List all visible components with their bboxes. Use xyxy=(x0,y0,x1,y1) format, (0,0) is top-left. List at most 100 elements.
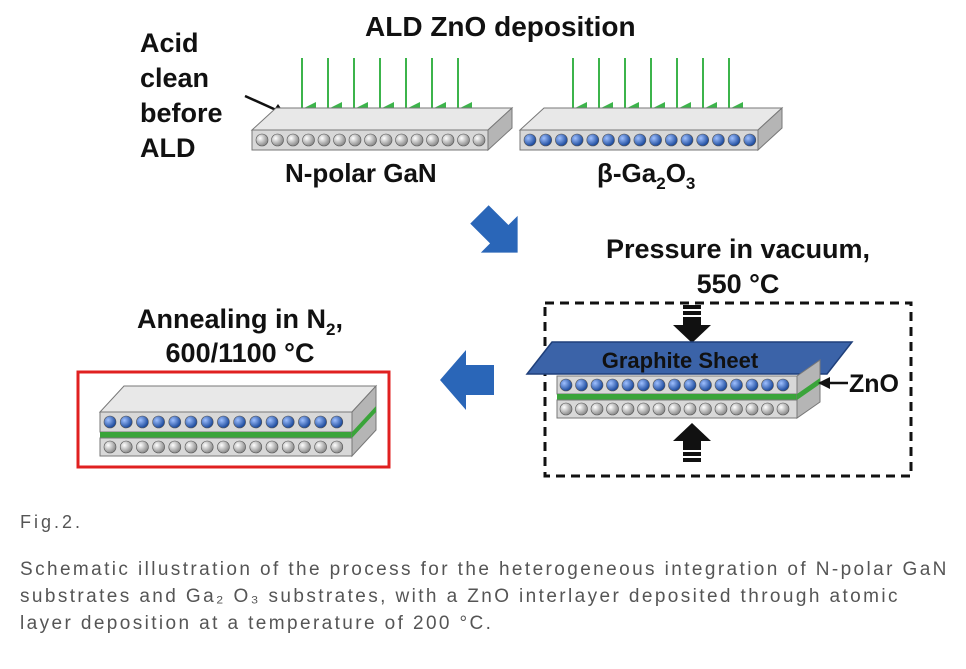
atom xyxy=(314,415,327,429)
svg-text:ALD: ALD xyxy=(140,133,196,163)
atom xyxy=(184,415,198,429)
gan-label: N-polar GaN xyxy=(285,158,437,188)
atom xyxy=(330,415,344,429)
svg-text:before: before xyxy=(140,98,223,128)
deposition-arrows-gan xyxy=(300,58,472,118)
ga2o3-label: β-Ga2O3 xyxy=(597,158,695,193)
graphite-label: Graphite Sheet xyxy=(602,348,759,373)
atom xyxy=(590,402,604,416)
annealed-stack xyxy=(98,384,378,458)
process-arrow-diagonal xyxy=(470,205,518,253)
atom xyxy=(776,402,790,416)
atom xyxy=(249,415,263,429)
atom xyxy=(637,402,650,416)
atom xyxy=(745,402,759,416)
atom xyxy=(637,378,650,392)
atom xyxy=(590,378,604,392)
atom xyxy=(602,133,615,147)
atom xyxy=(317,133,331,147)
atom xyxy=(441,133,455,147)
atom xyxy=(621,378,635,392)
atom xyxy=(743,133,757,147)
atom xyxy=(333,133,346,147)
atom xyxy=(200,440,214,454)
atom xyxy=(152,440,165,454)
atom xyxy=(761,402,774,416)
atom xyxy=(255,133,269,147)
atom xyxy=(617,133,631,147)
atom xyxy=(555,133,568,147)
atom xyxy=(668,378,681,392)
gan-atoms xyxy=(255,133,486,147)
atom xyxy=(233,415,246,429)
atom xyxy=(699,378,712,392)
atom xyxy=(298,415,311,429)
ald-title: ALD ZnO deposition xyxy=(365,11,636,42)
press-arrow-bottom xyxy=(673,423,711,462)
atom xyxy=(680,133,694,147)
atom xyxy=(621,402,635,416)
acid-clean-label: Acid clean before ALD xyxy=(140,28,223,163)
atom xyxy=(217,440,230,454)
atom xyxy=(281,440,295,454)
bonded-stack xyxy=(556,359,821,419)
atom xyxy=(168,415,182,429)
annealing-label-line1: Annealing in N2, xyxy=(137,304,343,339)
atom xyxy=(265,440,279,454)
atom xyxy=(575,378,588,392)
atom xyxy=(281,415,295,429)
atom xyxy=(727,133,741,147)
gan-substrate xyxy=(250,106,514,152)
atom xyxy=(776,378,790,392)
atom xyxy=(730,402,743,416)
zno-label: ZnO xyxy=(849,370,899,398)
atom xyxy=(298,440,311,454)
annealing-label-line2: 600/1100 °C xyxy=(166,338,315,368)
deposition-arrows-ga2o3 xyxy=(571,58,743,118)
svg-text:clean: clean xyxy=(140,63,209,93)
atom xyxy=(379,133,393,147)
atom xyxy=(652,402,666,416)
atom xyxy=(472,133,486,147)
atom xyxy=(539,133,553,147)
atom xyxy=(652,378,666,392)
atom xyxy=(217,415,230,429)
atom xyxy=(649,133,662,147)
atom xyxy=(699,402,712,416)
atom xyxy=(730,378,743,392)
svg-text:Acid: Acid xyxy=(140,28,199,58)
atom xyxy=(265,415,279,429)
atom xyxy=(314,440,327,454)
atom xyxy=(712,133,725,147)
graphite-sheet xyxy=(525,341,854,375)
atom xyxy=(426,133,439,147)
atom xyxy=(168,440,182,454)
atom xyxy=(683,378,697,392)
atom xyxy=(606,378,619,392)
atom xyxy=(559,402,573,416)
final-result-box xyxy=(76,370,391,469)
figure-number: Fig.2. xyxy=(20,512,84,532)
atom xyxy=(233,440,246,454)
ga2o3-atoms xyxy=(523,133,757,147)
atom xyxy=(714,402,728,416)
atom xyxy=(745,378,759,392)
atom xyxy=(249,440,263,454)
atom xyxy=(136,440,149,454)
atom xyxy=(696,133,710,147)
atom xyxy=(586,133,600,147)
atom xyxy=(633,133,647,147)
press-arrow-top xyxy=(673,305,711,343)
atom xyxy=(364,133,377,147)
atom xyxy=(457,133,470,147)
process-diagram: ALD ZnO deposition Acid clean before ALD… xyxy=(76,11,913,478)
atom xyxy=(136,415,149,429)
atom xyxy=(330,440,344,454)
atom xyxy=(570,133,584,147)
atom xyxy=(286,133,300,147)
atom xyxy=(271,133,284,147)
atom xyxy=(761,378,774,392)
pressure-label-line1: Pressure in vacuum, xyxy=(606,234,870,264)
atom xyxy=(683,402,697,416)
ga2o3-substrate xyxy=(518,106,784,152)
